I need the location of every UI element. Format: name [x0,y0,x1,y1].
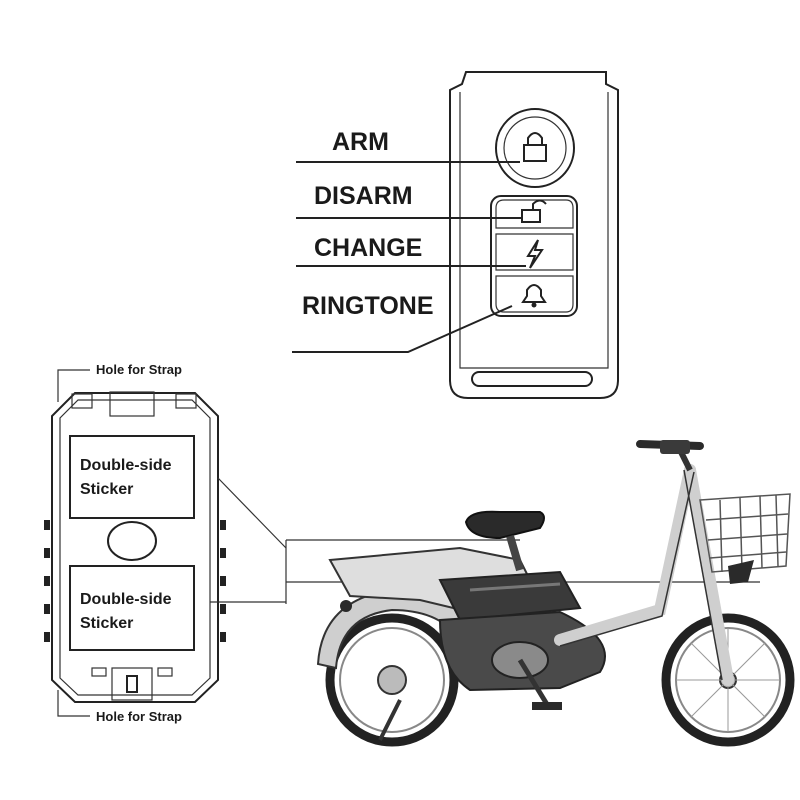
sticker-bottom-line2: Sticker [80,615,133,632]
side-ribs-left [44,520,50,642]
hole-for-strap-top-label: Hole for Strap [96,362,182,377]
pedal [517,658,562,710]
sticker-bottom-line1: Double-side [80,591,172,608]
rear-reflector [340,600,352,612]
hole-bottom-pointer-line [57,690,90,717]
lightning-icon [526,239,544,269]
handlebar[interactable] [636,440,704,472]
disarm-button[interactable] [495,199,574,229]
front-basket [699,493,791,573]
change-button[interactable] [495,233,574,271]
double-side-sticker-top [69,435,195,519]
kickstand [378,699,402,741]
top-strap-slot-left [71,393,93,409]
bottom-strap-pin [126,675,138,693]
button-group-frame [490,195,578,317]
unlock-icon [521,199,547,223]
top-strap-slot-right [175,393,197,409]
headlight [728,560,754,584]
arm-button-inner [503,116,567,180]
change-label: CHANGE [314,234,422,262]
connector-line-top [217,477,287,549]
ringtone-button[interactable] [495,275,574,313]
side-ribs-right [220,520,226,642]
bottom-strap-slot-right [157,667,173,677]
remote-control: ARM DISARM CHANGE RINGTONE [292,71,619,399]
top-strap-slot-center [109,391,155,417]
remote-strap-slot [471,371,593,387]
alarm-unit-inner [59,399,211,696]
bell-icon [521,284,547,308]
ringtone-pointer-line [292,305,513,353]
hole-for-strap-bottom-label: Hole for Strap [96,709,182,724]
remote-inner-outline [459,92,609,369]
bike-seat[interactable] [464,510,545,540]
sticker-top-line1: Double-side [80,457,172,474]
alarm-unit: Hole for Strap Double-side Sticker Doubl… [44,362,760,724]
bottom-strap-slot-center [111,667,153,701]
sensor-window [107,521,157,561]
arm-button[interactable] [495,108,575,188]
rear-wheel [325,613,459,747]
double-side-sticker-bottom [69,565,195,651]
arm-label: ARM [332,128,389,156]
electric-bike [316,440,795,747]
bike-frame [554,464,734,686]
hole-top-pointer-line [57,369,90,402]
bottom-strap-slot-left [91,667,107,677]
disarm-label: DISARM [314,182,413,210]
alarm-unit-body [51,392,219,703]
sticker-top-line2: Sticker [80,481,133,498]
ringtone-label: RINGTONE [302,292,434,320]
remote-body [449,71,619,399]
lock-icon [523,132,547,162]
